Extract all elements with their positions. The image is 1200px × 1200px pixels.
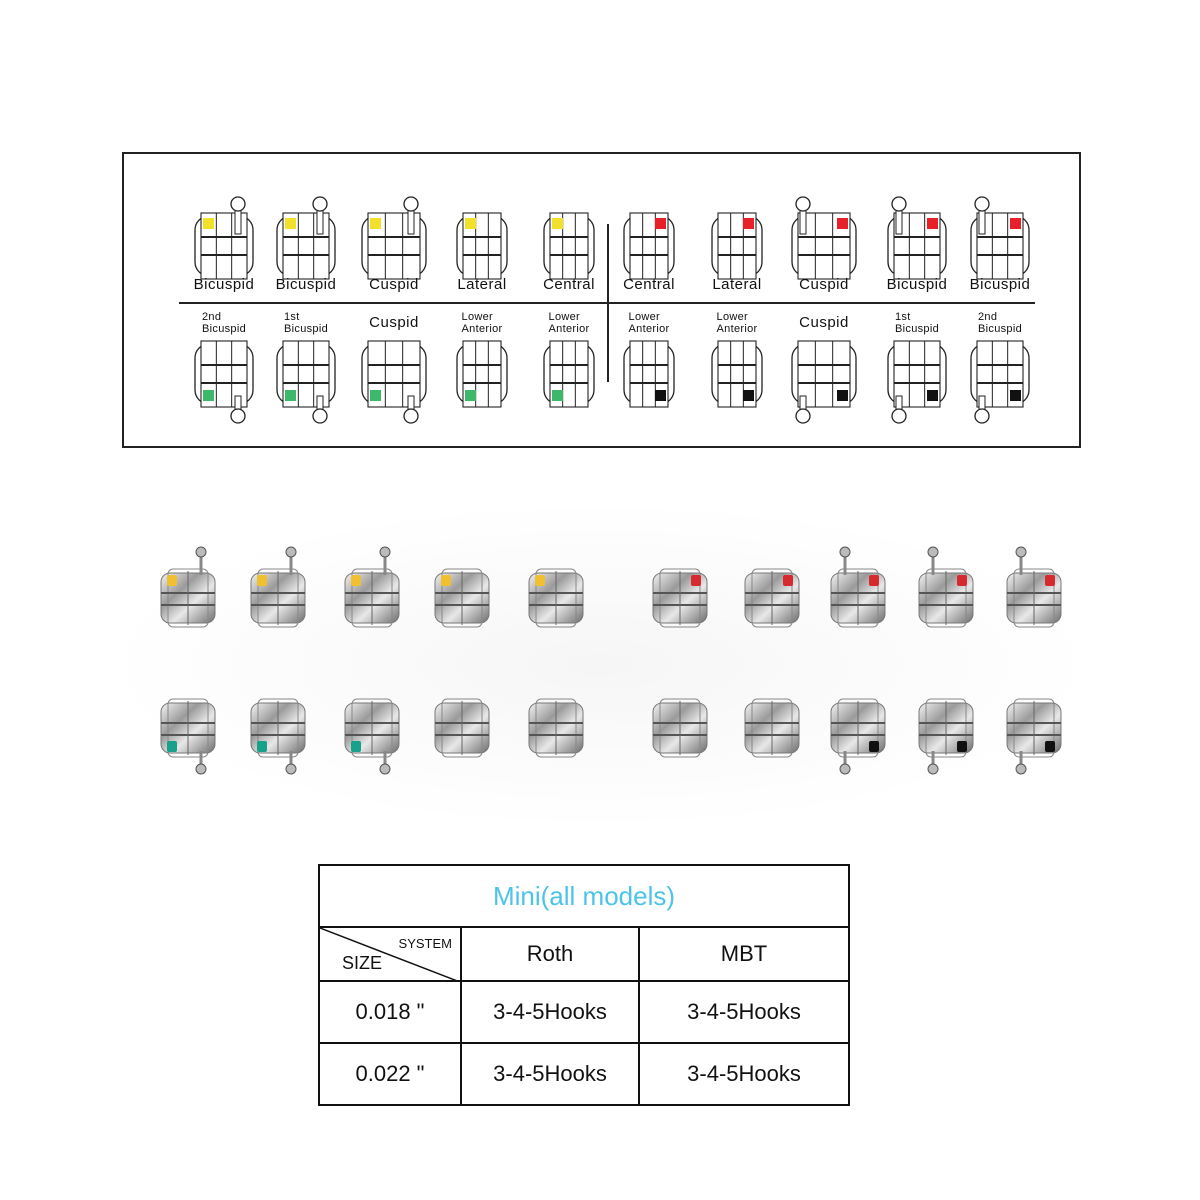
table-row: 0.022 " 3-4-5Hooks 3-4-5Hooks bbox=[318, 1042, 850, 1106]
table-row: 0.018 " 3-4-5Hooks 3-4-5Hooks bbox=[318, 980, 850, 1044]
lower-bracket-label: Cuspid bbox=[369, 314, 419, 331]
bracket-diagram bbox=[276, 340, 336, 424]
upper-bracket-label: Central bbox=[623, 276, 675, 293]
column-mbt: MBT bbox=[638, 926, 850, 982]
mbt-cell: 3-4-5Hooks bbox=[638, 980, 850, 1044]
bracket-photo-item bbox=[744, 568, 800, 628]
bracket-diagram bbox=[970, 196, 1030, 280]
bracket-photo-item bbox=[1006, 698, 1062, 775]
bracket-diagram bbox=[361, 340, 427, 424]
bracket-diagram bbox=[456, 212, 508, 280]
bracket-diagram bbox=[276, 196, 336, 280]
size-label: SIZE bbox=[342, 953, 383, 973]
roth-cell: 3-4-5Hooks bbox=[460, 1042, 640, 1106]
bracket-photo-item bbox=[160, 698, 216, 775]
spec-table: Mini(all models) SYSTEM SIZE Roth MBT 0.… bbox=[318, 864, 850, 1106]
bracket-diagram bbox=[791, 196, 857, 280]
column-roth: Roth bbox=[460, 926, 640, 982]
bracket-diagram bbox=[791, 340, 857, 424]
corner-header: SYSTEM SIZE bbox=[318, 926, 462, 982]
upper-bracket-label: Lateral bbox=[457, 276, 507, 293]
size-cell: 0.022 " bbox=[318, 1042, 462, 1106]
bracket-diagram bbox=[361, 196, 427, 280]
bracket-photo-item bbox=[744, 698, 800, 758]
bracket-photo-item bbox=[830, 546, 886, 628]
bracket-photo-item bbox=[250, 546, 306, 628]
bracket-diagram bbox=[456, 340, 508, 408]
bracket-diagram bbox=[194, 196, 254, 280]
bracket-photo-item bbox=[918, 698, 974, 775]
system-label: SYSTEM bbox=[398, 936, 452, 951]
bracket-photo-item bbox=[250, 698, 306, 775]
upper-bracket-label: Bicuspid bbox=[969, 276, 1031, 293]
bracket-diagram bbox=[711, 340, 763, 408]
upper-bracket-label: Bicuspid bbox=[275, 276, 337, 293]
bracket-photo-item bbox=[528, 698, 584, 758]
bracket-diagram bbox=[887, 196, 947, 280]
bracket-diagram bbox=[970, 340, 1030, 424]
bracket-diagram bbox=[623, 212, 675, 280]
bracket-photo-item bbox=[918, 546, 974, 628]
bracket-diagram bbox=[887, 340, 947, 424]
bracket-photo-item bbox=[344, 698, 400, 775]
bracket-diagram bbox=[194, 340, 254, 424]
bracket-photo-item bbox=[652, 698, 708, 758]
upper-bracket-label: Cuspid bbox=[799, 276, 849, 293]
bracket-diagram bbox=[623, 340, 675, 408]
upper-bracket-label: Bicuspid bbox=[886, 276, 948, 293]
size-cell: 0.018 " bbox=[318, 980, 462, 1044]
bracket-photo-item bbox=[1006, 546, 1062, 628]
lower-bracket-label: Cuspid bbox=[799, 314, 849, 331]
upper-bracket-label: Lateral bbox=[712, 276, 762, 293]
midline-divider bbox=[607, 224, 609, 382]
bracket-photo-item bbox=[830, 698, 886, 775]
bracket-photo-item bbox=[652, 568, 708, 628]
bracket-diagram bbox=[543, 212, 595, 280]
bracket-diagram bbox=[711, 212, 763, 280]
bracket-photo bbox=[100, 500, 1100, 830]
roth-cell: 3-4-5Hooks bbox=[460, 980, 640, 1044]
bracket-photo-item bbox=[160, 546, 216, 628]
upper-bracket-label: Bicuspid bbox=[193, 276, 255, 293]
bracket-photo-item bbox=[434, 568, 490, 628]
upper-bracket-label: Cuspid bbox=[369, 276, 419, 293]
bracket-diagram bbox=[543, 340, 595, 408]
bracket-photo-item bbox=[528, 568, 584, 628]
bracket-photo-item bbox=[434, 698, 490, 758]
mbt-cell: 3-4-5Hooks bbox=[638, 1042, 850, 1106]
bracket-photo-item bbox=[344, 546, 400, 628]
table-title: Mini(all models) bbox=[318, 864, 850, 928]
upper-bracket-label: Central bbox=[543, 276, 595, 293]
